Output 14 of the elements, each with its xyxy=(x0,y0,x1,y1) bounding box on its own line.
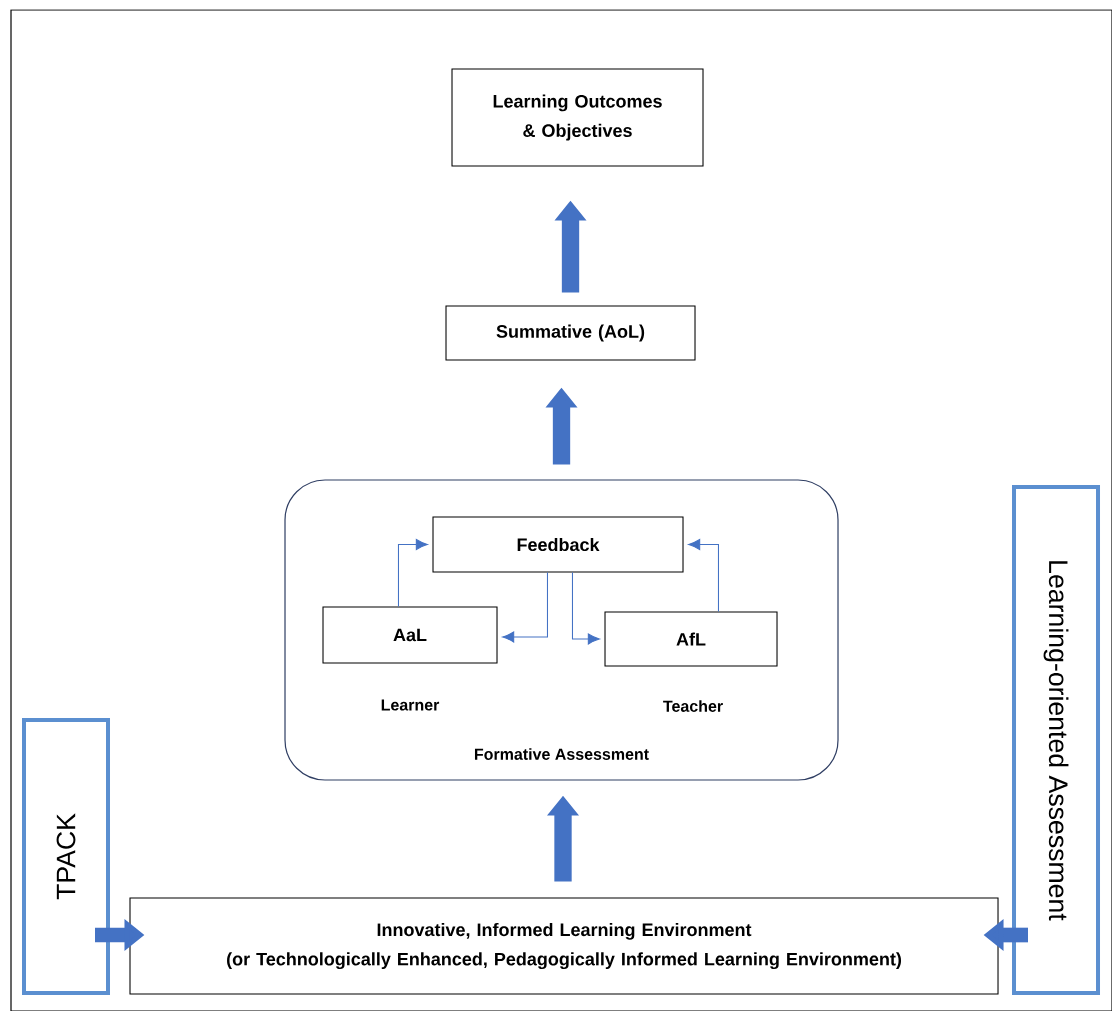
side-box: Learning-oriented Assessment xyxy=(1012,485,1100,995)
text-box: Summative (AoL) xyxy=(445,305,696,361)
caption-text: Learner xyxy=(381,699,440,711)
text-box: Innovative, Informed Learning Environment (or Technologically Enhanced, Pedagogically Informed Learning Environment) xyxy=(129,897,999,995)
text-box: AaL xyxy=(322,606,498,664)
arrow xyxy=(688,539,719,612)
text-box: Feedback xyxy=(432,516,684,573)
caption-text: Teacher xyxy=(663,700,723,712)
text-box: AfL xyxy=(604,611,778,667)
arrow xyxy=(502,572,548,643)
arrow xyxy=(397,539,428,607)
text-box: Learning Outcomes & Objectives xyxy=(451,68,704,167)
arrow xyxy=(571,572,600,645)
side-box: TPACK xyxy=(22,718,110,995)
